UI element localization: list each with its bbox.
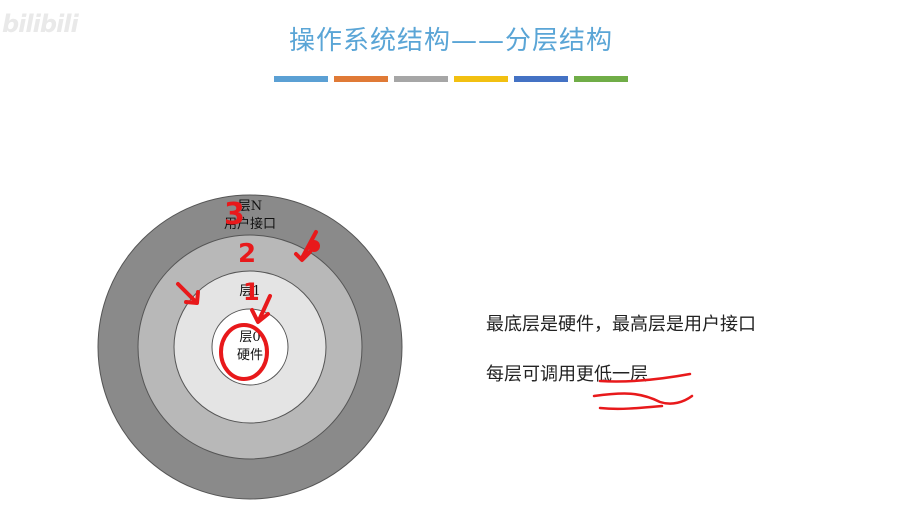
layer-n-name: 层N xyxy=(238,199,262,214)
statement-emphasis: 更低一层 xyxy=(576,364,648,385)
ring-layer-0 xyxy=(211,308,289,386)
color-bar-4 xyxy=(454,76,508,82)
layer-0-label: 层0 xyxy=(239,330,260,345)
color-bar-5 xyxy=(514,76,568,82)
statement-bottom-top: 最底层是硬件，最高层是用户接口 xyxy=(486,314,756,335)
statement-prefix: 每层可调用 xyxy=(486,364,576,385)
underline-stroke xyxy=(598,404,664,411)
layered-structure-diagram: 层N 用户接口 层1 层0 硬件 xyxy=(97,194,403,500)
bilibili-watermark: bilibili xyxy=(2,10,79,38)
underline-stroke xyxy=(592,392,694,405)
statement-call-lower: 每层可调用更低一层 xyxy=(486,360,648,386)
color-bar-6 xyxy=(574,76,628,82)
color-bar-2 xyxy=(334,76,388,82)
layer-n-desc: 用户接口 xyxy=(224,216,276,232)
color-bar-3 xyxy=(394,76,448,82)
layer-0-desc: 硬件 xyxy=(237,348,263,363)
color-bar-1 xyxy=(274,76,328,82)
page-title: 操作系统结构——分层结构 xyxy=(288,26,613,56)
layer-1-name: 层1 xyxy=(239,284,260,299)
